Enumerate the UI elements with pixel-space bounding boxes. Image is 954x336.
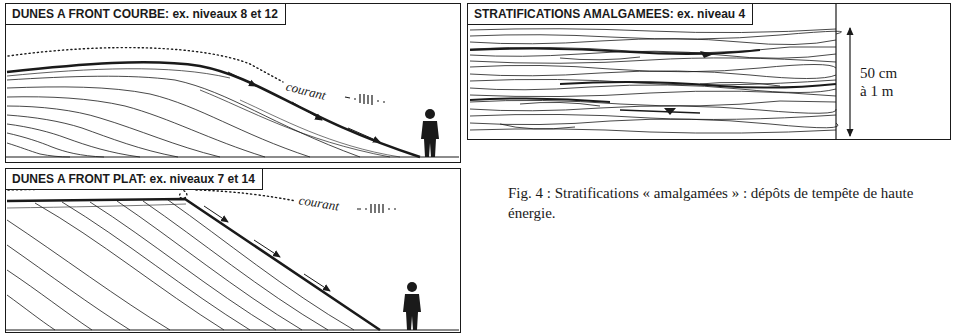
curved-dune [6, 48, 459, 157]
panel-heading: DUNES A FRONT PLAT: ex. niveaux 7 et 14 [6, 169, 263, 190]
panel-heading: STRATIFICATIONS AMALGAMEES: ex. niveau 4 [468, 4, 753, 25]
person-silhouette [403, 282, 421, 330]
person-silhouette [421, 109, 439, 157]
panel-heading: DUNES A FRONT COURBE: ex. niveaux 8 et 1… [6, 4, 286, 25]
figure-panel: DUNES A FRONT COURBE: ex. niveaux 8 et 1… [5, 3, 461, 163]
flat-dune [6, 187, 459, 330]
flow-label: courant [283, 79, 330, 103]
flow-label: courant [296, 193, 342, 214]
figure-caption: Fig. 4 : Stratifications « amalgamées » … [508, 183, 928, 223]
dimension-label: 50 cm à 1 m [860, 64, 906, 100]
figure-panel: DUNES A FRONT PLAT: ex. niveaux 7 et 14 [5, 168, 461, 333]
